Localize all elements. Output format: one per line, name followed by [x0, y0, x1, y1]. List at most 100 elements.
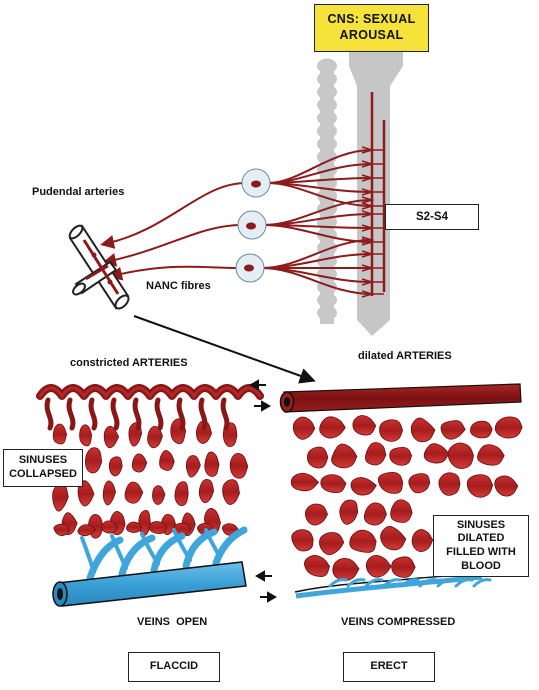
veins-open-label: VEINS OPEN: [137, 616, 208, 628]
nerve-terminal: [361, 196, 375, 204]
sinus: [52, 423, 68, 445]
erect-label: ERECT: [370, 660, 408, 673]
sinus: [77, 524, 97, 537]
sinus: [152, 485, 166, 505]
nanc-nerve-fibres: [100, 146, 384, 298]
sinus: [352, 415, 377, 436]
sinus: [365, 554, 392, 578]
nerve-fibre: [267, 182, 373, 207]
sinus: [103, 425, 120, 449]
vein-branch: [172, 528, 192, 562]
sinus: [306, 446, 329, 469]
vein-branch: [118, 534, 156, 578]
sinus: [131, 453, 148, 473]
arteriole: [154, 397, 164, 431]
sinuses-collapsed-line1: SINUSES: [18, 454, 68, 467]
sinus: [102, 480, 117, 506]
sinus: [470, 420, 493, 439]
sinus: [174, 481, 189, 507]
sinus: [350, 477, 377, 496]
dilated-arteries-label: dilated ARTERIES: [358, 350, 452, 362]
sinus: [77, 480, 95, 507]
compressed-vein-branch: [400, 578, 420, 588]
erect-tissue: [279, 383, 523, 599]
sinus: [53, 523, 71, 536]
sinus: [291, 529, 314, 552]
sinus: [320, 474, 347, 494]
sinus: [304, 555, 331, 577]
sinus: [447, 442, 475, 469]
sinus: [101, 520, 119, 534]
sinus: [477, 444, 505, 466]
vein-branch: [110, 534, 128, 570]
compressed-vein-branch: [436, 578, 456, 588]
flow-arrow: [133, 315, 316, 384]
sinus: [365, 442, 387, 466]
compressed-vein-branch: [346, 578, 366, 588]
arteriole: [44, 397, 54, 431]
sinus: [304, 503, 329, 526]
spinal-level-box: S2-S4: [385, 204, 479, 230]
flaccid-tissue: [36, 384, 264, 607]
sinuses-dilated-box: SINUSES DILATED FILLED WITH BLOOD: [433, 515, 529, 577]
nerve-to-artery: [108, 265, 241, 281]
nerve-terminal: [361, 236, 375, 244]
veins-compressed-label: VEINS COMPRESSED: [341, 616, 456, 628]
erect-state-box: ERECT: [343, 652, 435, 682]
compressed-vein-branch: [382, 578, 402, 588]
compressed-vein-branch: [328, 578, 348, 588]
pressure-arrows: [248, 379, 278, 603]
sinus: [126, 521, 143, 533]
constricted-arteries-label: constricted ARTERIES: [70, 357, 188, 369]
sinuses-dilated-line1: SINUSES: [456, 518, 506, 531]
sinus: [138, 509, 151, 536]
sinuses-dilated-line4: BLOOD: [461, 559, 501, 572]
arteriole: [132, 397, 142, 431]
flaccid-state-box: FLACCID: [128, 652, 220, 682]
vein-branch: [212, 526, 248, 567]
vein-branch: [86, 536, 124, 582]
sinus: [380, 526, 407, 551]
pudendal-arteries-label: Pudendal arteries: [32, 186, 125, 198]
compressed-vein-branch: [364, 578, 384, 588]
sinus: [390, 499, 413, 523]
sinus: [494, 416, 523, 439]
sinus: [494, 475, 519, 497]
sinus: [423, 443, 450, 464]
sinus: [292, 416, 316, 440]
sinus: [410, 417, 436, 443]
sinus: [147, 426, 163, 449]
sinus: [379, 419, 404, 442]
arteriole: [176, 397, 186, 431]
nerve-to-artery: [102, 224, 243, 267]
cns-label-line2: AROUSAL: [339, 28, 404, 42]
sinus: [363, 502, 387, 526]
vein-branch: [204, 528, 222, 559]
compressed-vein-branch: [454, 578, 474, 588]
sinus: [84, 447, 103, 474]
sinus: [377, 472, 404, 494]
sinus: [148, 521, 168, 535]
nanc-fibres-label: NANC fibres: [146, 280, 211, 292]
sinus: [411, 529, 434, 552]
nerve-fibre: [261, 267, 373, 295]
sinus: [198, 478, 215, 504]
sinus: [185, 455, 201, 478]
vein-branch: [80, 536, 96, 574]
sinus: [52, 483, 69, 512]
sinus: [222, 479, 240, 505]
sinus: [339, 499, 359, 525]
sinus: [349, 529, 377, 553]
sinus: [108, 456, 123, 477]
vein-branch: [182, 528, 218, 570]
cns-sexual-arousal-box: CNS: SEXUAL AROUSAL: [314, 4, 429, 52]
arteriole: [88, 397, 98, 431]
arteriole: [198, 397, 208, 431]
sinus: [290, 472, 320, 492]
sinuses-collapsed-line2: COLLAPSED: [9, 468, 77, 480]
ganglia: [235, 168, 271, 283]
sinus: [332, 558, 360, 581]
sinus: [124, 481, 144, 504]
